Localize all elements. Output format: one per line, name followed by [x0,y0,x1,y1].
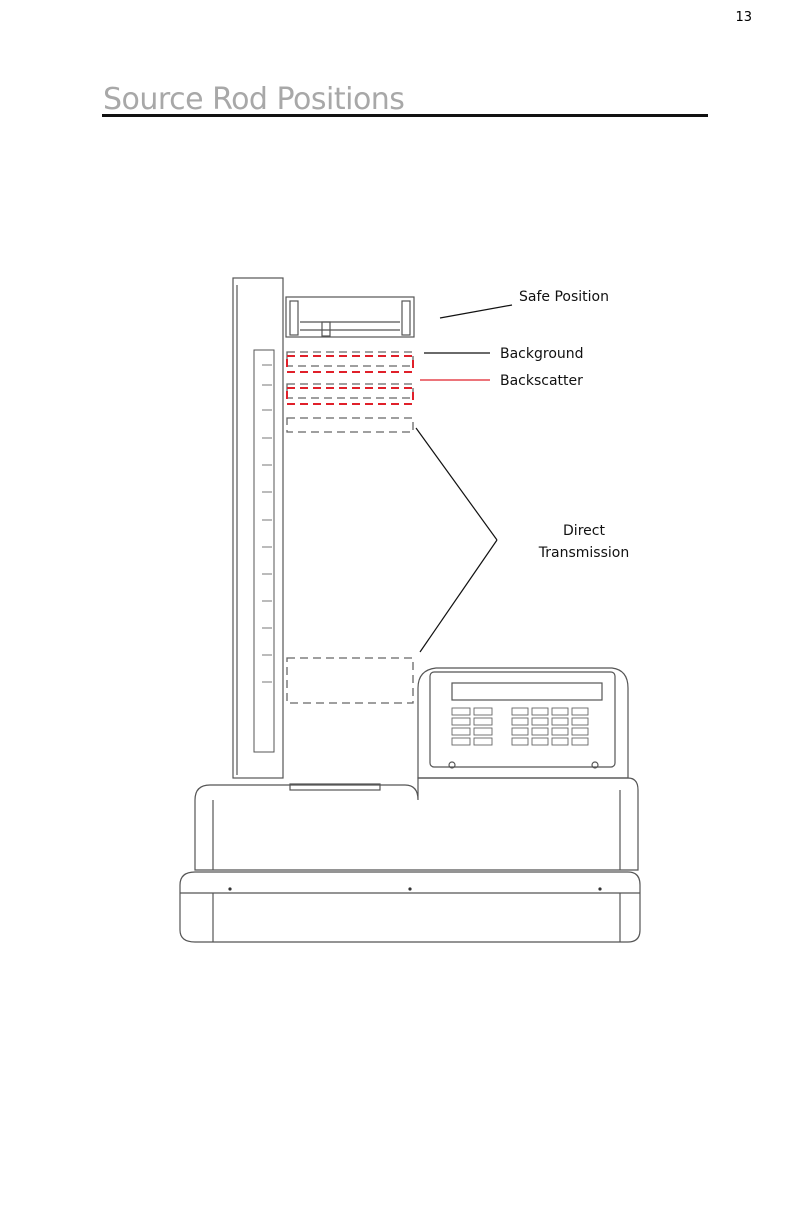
rod-position-direct-upper [287,418,413,432]
leader-direct-upper [416,428,497,540]
display-window [452,683,602,700]
label-backscatter: Backscatter [500,373,583,389]
label-transmission: Transmission [538,545,629,561]
rod-position-mid [287,384,413,398]
rod-position-highlight-lower [287,388,413,404]
label-safe-position: Safe Position [519,289,609,305]
leader-safe-position [440,305,512,318]
rod-position-background [287,352,413,366]
rod-position-direct-lower [287,658,413,703]
label-background: Background [500,346,584,362]
base-plinth [180,872,640,942]
base-upper [195,778,638,870]
leader-direct-lower [420,540,497,652]
safe-position-handle [286,297,414,337]
label-direct: Direct [563,523,605,539]
keypad [452,708,588,745]
depth-scale-ticks [262,365,272,682]
control-panel-housing [418,668,628,778]
rod-position-highlight-upper [287,356,413,372]
gauge-column [233,278,283,778]
